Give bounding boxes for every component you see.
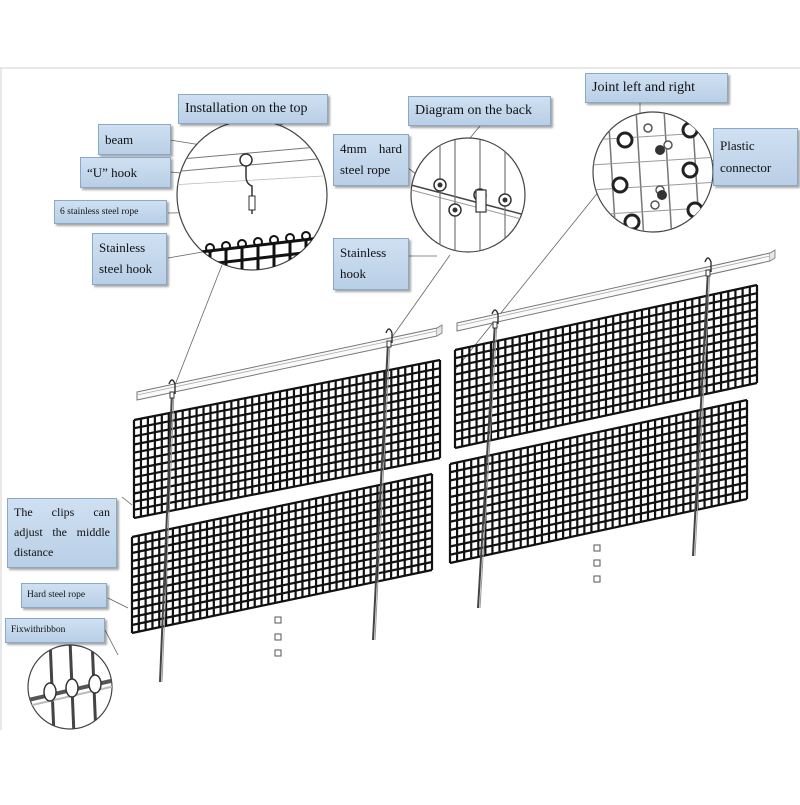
detail-back (410, 137, 526, 253)
rope-left-1 (159, 391, 175, 683)
callout-6-stainless-rope: 6 stainless steel rope (54, 200, 167, 224)
detail-joint (592, 111, 714, 233)
rope-right-2 (692, 269, 711, 557)
callout-hard-steel-rope: Hard steel rope (21, 583, 107, 608)
callout-diagram-back: Diagram on the back (408, 96, 551, 126)
connector-square (593, 544, 601, 552)
mesh-panel-left-bottom (130, 472, 434, 635)
callout-installation-top: Installation on the top (178, 94, 328, 124)
leader-line (174, 264, 223, 386)
callout-plastic-connector: Plastic connector (713, 128, 798, 186)
right-panel-group (448, 249, 776, 609)
mesh-panel-right-bottom (448, 398, 749, 565)
callout-u-hook: “U” hook (80, 157, 171, 188)
leader-line (389, 254, 451, 341)
connector-square (274, 633, 282, 641)
leader-line (107, 597, 129, 609)
leader-line (104, 629, 119, 656)
rope-left-2 (372, 341, 391, 641)
callout-joint: Joint left and right (585, 73, 728, 103)
callout-fix-with-ribbon: Fixwithribbon (5, 618, 105, 643)
connector-square (593, 559, 601, 567)
leader-line (121, 496, 133, 506)
detail-ribbon (27, 644, 113, 730)
hook-right-2 (704, 257, 712, 277)
hook-right-1 (491, 309, 499, 329)
left-panel-group (130, 324, 443, 683)
callout-clips-middle-distance: The clips can adjust the middle distance (7, 498, 117, 568)
hook-left-1 (168, 379, 176, 399)
connector-square (274, 649, 282, 657)
callout-stainless-hook: Stainless hook (333, 238, 409, 290)
callout-stainless-steel-hook: Stainless steel hook (92, 233, 167, 285)
hook-left-2 (385, 328, 393, 348)
beam-right (456, 249, 776, 332)
leader-line (454, 174, 613, 371)
callout-beam: beam (98, 124, 171, 155)
connector-square (274, 616, 282, 624)
connector-square (593, 575, 601, 583)
beam-left (136, 324, 443, 401)
rope-right-1 (477, 321, 498, 609)
callout-4mm-hard-steel-rope: 4mm hard steel rope (333, 134, 409, 186)
